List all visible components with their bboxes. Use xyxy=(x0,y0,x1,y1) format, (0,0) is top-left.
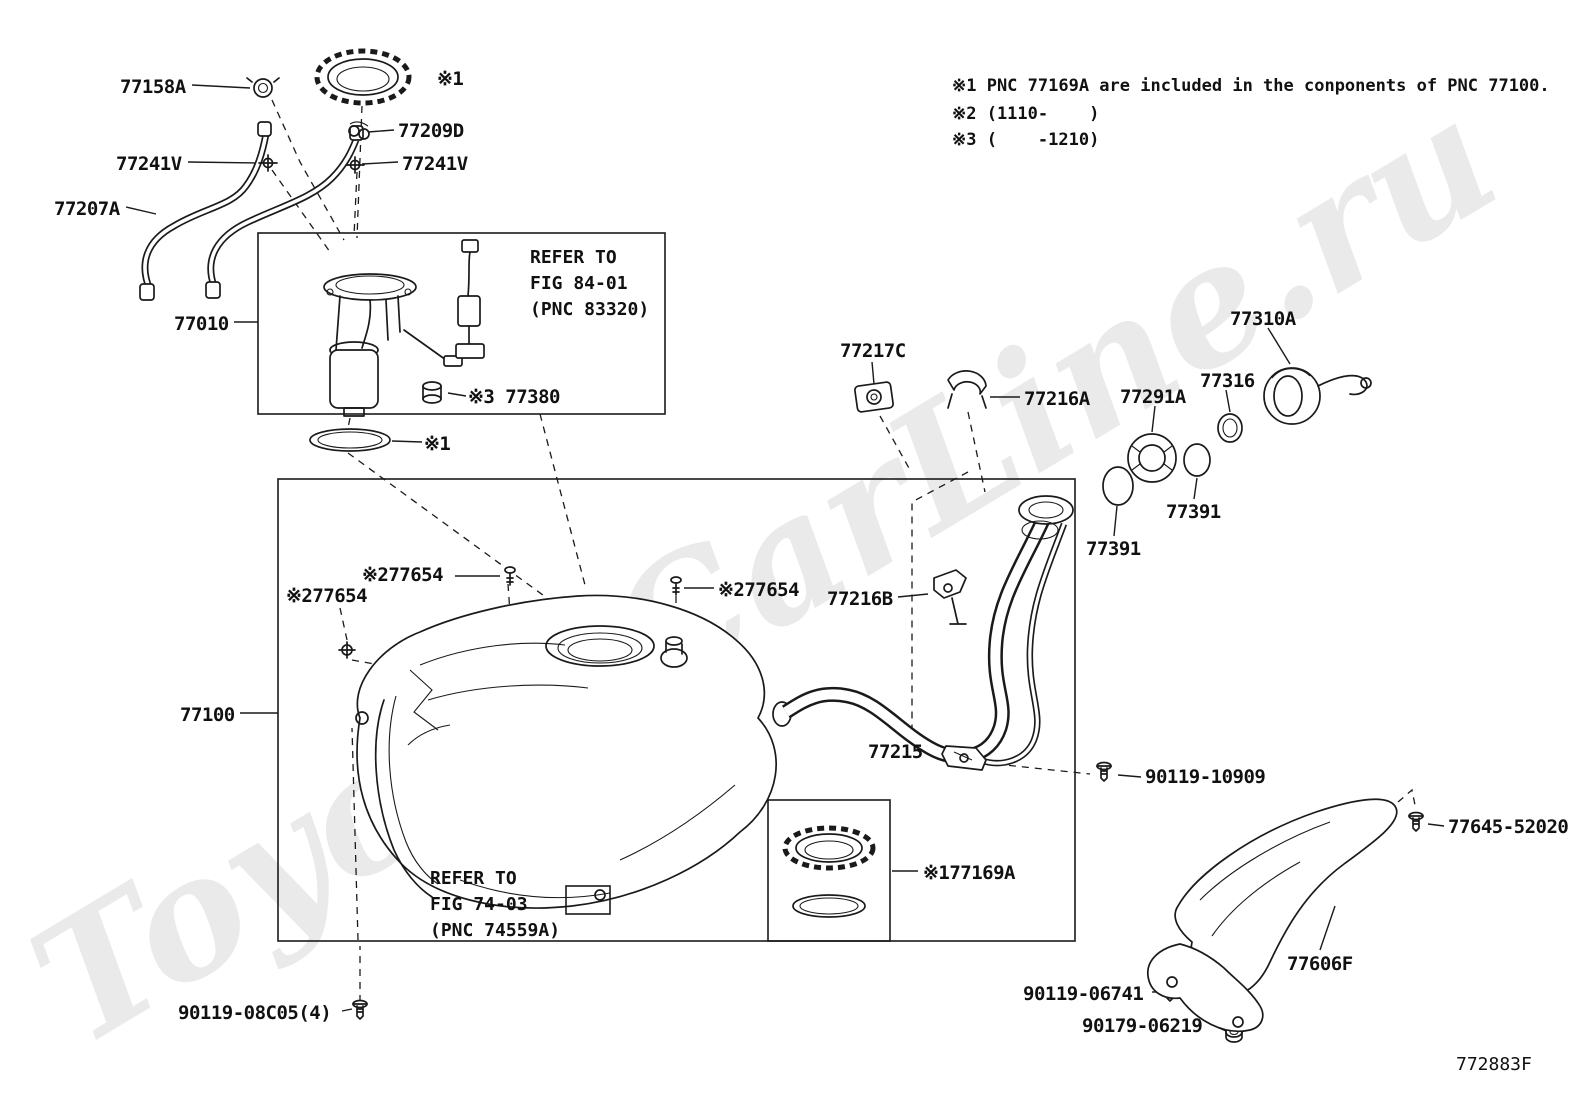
fuel-tank xyxy=(355,594,792,909)
hose-fitting xyxy=(139,283,155,301)
fuel-cap xyxy=(1263,367,1372,425)
figure-code: 772883F xyxy=(1456,1054,1532,1075)
frame-boxes xyxy=(257,232,1076,942)
ring-inset-box xyxy=(767,799,891,942)
pipe-support-bracket xyxy=(941,745,987,771)
cap-gasket-b xyxy=(1183,443,1211,477)
part-label-77010: 77010 xyxy=(174,313,229,335)
part-label-77391-a: 77391 xyxy=(1166,501,1221,523)
fuel-inlet-ratchet xyxy=(1127,433,1177,483)
pump-gasket xyxy=(309,428,391,452)
fuel-hoses xyxy=(139,121,364,301)
tube-clip-left xyxy=(258,154,278,172)
tank-screw-top xyxy=(504,566,516,586)
tube-clip-right xyxy=(345,156,365,174)
refer-fig-84-01: REFER TO FIG 84-01 (PNC 83320) xyxy=(530,247,650,320)
part-label-ref1-top: ※1 xyxy=(437,68,464,90)
footnote-3: ※3 ( -1210) xyxy=(952,130,1100,150)
bolt-icon xyxy=(352,999,368,1020)
pump-assembly-box xyxy=(257,232,666,415)
part-label-77380: ※3 77380 xyxy=(468,386,561,408)
part-label-77645-52020: 77645-52020 xyxy=(1448,816,1569,838)
pipe-clamp-lower xyxy=(933,569,967,625)
leader-lines xyxy=(125,84,1445,1032)
refer-fig-74-03: REFER TO FIG 74-03 (PNC 74559A) xyxy=(430,868,561,941)
part-label-77158A: 77158A xyxy=(120,76,186,98)
tank-assembly-box xyxy=(277,478,1076,942)
part-label-77207A: 77207A xyxy=(54,198,120,220)
pipe-damper xyxy=(854,381,894,413)
lock-ring-inset xyxy=(782,825,876,918)
part-label-77654-left: ※277654 xyxy=(286,585,368,607)
part-label-77216B: 77216B xyxy=(827,588,893,610)
part-label-77217C: 77217C xyxy=(840,340,906,362)
hose-fitting xyxy=(205,281,221,299)
pump-grommet xyxy=(422,381,442,404)
hose-fitting xyxy=(257,121,272,137)
tank-clip-left xyxy=(338,641,356,659)
fuel-sender-gauge xyxy=(457,295,481,327)
neck-ring xyxy=(1217,413,1243,443)
part-label-77215: 77215 xyxy=(868,741,923,763)
part-label-77654-right: ※277654 xyxy=(718,579,800,601)
bolt-icon xyxy=(1096,761,1112,782)
footnote-1: ※1 PNC 77169A are included in the conpon… xyxy=(952,76,1550,96)
part-label-77391-b: 77391 xyxy=(1086,538,1141,560)
bolt-icon xyxy=(1408,811,1424,832)
fuel-pump-assembly xyxy=(323,239,485,417)
footnote-2: ※2 (1110- ) xyxy=(952,104,1100,124)
part-label-77606F: 77606F xyxy=(1287,953,1353,975)
part-label-77310A: 77310A xyxy=(1230,308,1296,330)
pipe-clamp-upper xyxy=(947,370,987,409)
refer-plate xyxy=(565,885,611,915)
check-valve xyxy=(246,77,280,98)
part-label-77316: 77316 xyxy=(1200,370,1255,392)
cap-gasket-a xyxy=(1102,466,1134,506)
part-label-77654-top: ※277654 xyxy=(362,564,444,586)
part-label-90119-08C05: 90119-08C05(4) xyxy=(178,1002,332,1024)
lock-ring-top xyxy=(314,48,412,106)
part-label-77241V-left: 77241V xyxy=(116,153,182,175)
part-label-77100: 77100 xyxy=(180,704,235,726)
filler-pipe xyxy=(782,495,1074,767)
part-label-77216A: 77216A xyxy=(1024,388,1090,410)
part-label-77169A: ※177169A xyxy=(923,862,1016,884)
tank-screw-right xyxy=(670,576,682,596)
part-label-90119-10909: 90119-10909 xyxy=(1145,766,1266,788)
part-label-77291A: 77291A xyxy=(1120,386,1186,408)
part-label-77241V-right: 77241V xyxy=(402,153,468,175)
part-label-90179-06219: 90179-06219 xyxy=(1082,1015,1203,1037)
part-label-77209D: 77209D xyxy=(398,120,464,142)
part-label-90119-06741: 90119-06741 xyxy=(1023,983,1144,1005)
hose-clamp xyxy=(348,121,370,140)
tank-protector xyxy=(1147,798,1398,1033)
part-label-ref1-gasket: ※1 xyxy=(424,433,451,455)
